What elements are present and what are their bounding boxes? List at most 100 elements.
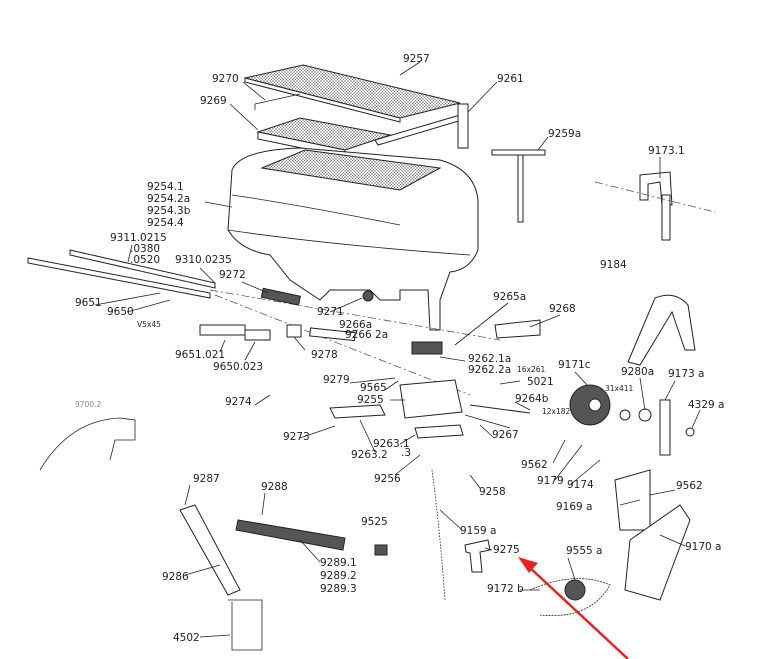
part-label: 9288: [261, 481, 288, 493]
chain-9172b: [529, 578, 611, 616]
part-label: 9700.2: [75, 400, 101, 409]
shaft-9267: [464, 414, 511, 429]
part-label: 9651: [75, 297, 102, 309]
part-label: 9565: [360, 382, 387, 394]
bracket-9170a: [624, 504, 691, 601]
sprocket-hub: [588, 398, 602, 412]
part-label: 9651.021: [175, 349, 225, 361]
part-label: 9255: [357, 394, 384, 406]
part-label: 9275: [493, 544, 520, 556]
highlight-arrow-icon: [518, 557, 629, 659]
axis-lines: [209, 289, 501, 396]
part-label: 9272: [219, 269, 246, 281]
part-label: 9170 a: [685, 541, 722, 553]
part-9700-2: [39, 417, 136, 471]
part-label: 5021: [527, 376, 554, 388]
part-label: 9650.023: [213, 361, 263, 373]
part-9650-023: [244, 329, 271, 341]
part-label: 9257: [403, 53, 430, 65]
spring-9159a: [431, 469, 446, 601]
part-label: 9289.3: [320, 583, 357, 595]
part-label: 9311.0215: [110, 232, 167, 244]
part-label: 9172 b: [487, 583, 524, 595]
rod-9270: [254, 93, 301, 110]
part-label: 9267: [492, 429, 519, 441]
part-label: 9278: [311, 349, 338, 361]
part-label: 9271: [317, 306, 344, 318]
part-label: 9279: [323, 374, 350, 386]
part-label: 9173 a: [668, 368, 705, 380]
part-label: 9261: [497, 73, 524, 85]
part-label: 9179: [537, 475, 564, 487]
part-label: 9254.1: [147, 181, 184, 193]
lever-9286: [179, 504, 241, 596]
bracket-9173-1-arm: [661, 194, 671, 241]
part-label: V5x45: [137, 320, 161, 329]
part-label: 9650: [107, 306, 134, 318]
part-label: 9562: [676, 480, 703, 492]
part-label: 12x182: [542, 407, 571, 416]
part-label: 9562: [521, 459, 548, 471]
part-label: 9254.2a: [147, 193, 190, 205]
bearing-9280a: [638, 408, 652, 422]
guard-9184: [627, 294, 696, 366]
gearbox-9255: [399, 379, 463, 419]
hopper-contours: [227, 194, 471, 256]
part-label: 9171c: [558, 359, 591, 371]
washer-31x411: [619, 409, 631, 421]
part-label: 9287: [193, 473, 220, 485]
rod-9651: [27, 257, 211, 299]
part-label: 9259a: [548, 128, 581, 140]
part-9651-021: [199, 324, 246, 336]
part-label: 31x411: [605, 384, 634, 393]
part-9272: [260, 287, 301, 306]
part-label: 9268: [549, 303, 576, 315]
bracket-9169a: [614, 469, 651, 531]
part-label: 9256: [374, 473, 401, 485]
part-label: .3: [401, 447, 411, 459]
part-label: 9289.1: [320, 557, 357, 569]
part-label: 9270: [212, 73, 239, 85]
part-9265a: [411, 341, 443, 355]
part-label: 9525: [361, 516, 388, 528]
clip-4329a: [685, 427, 695, 437]
part-label: 9310.0235: [175, 254, 232, 266]
plate-9263-1: [414, 424, 464, 439]
part-label: 9262.1a: [468, 353, 511, 365]
ubolt-4502: [228, 599, 263, 651]
part-label: 9262.2a: [468, 364, 511, 376]
shaft-9264b: [469, 404, 531, 414]
part-label: 4502: [173, 632, 200, 644]
part-label: 9184: [600, 259, 627, 271]
leader-lines: [94, 61, 701, 638]
part-label: 9286: [162, 571, 189, 583]
arm-9173a: [659, 399, 671, 456]
lid-edge: [244, 77, 401, 123]
part-9278: [286, 324, 302, 338]
part-label: 9258: [479, 486, 506, 498]
sprocket-9555a: [564, 579, 586, 601]
part-label: 9159 a: [460, 525, 497, 537]
part-label: 9273: [283, 431, 310, 443]
part-label: 9263.1: [373, 438, 410, 450]
rod-9311: [69, 249, 216, 289]
part-label: 9265a: [493, 291, 526, 303]
part-9268: [494, 319, 541, 339]
part-label: .0520: [130, 254, 160, 266]
knob-9271: [362, 290, 374, 302]
part-label: .0380: [130, 243, 160, 255]
part-label: 16x261: [517, 365, 546, 374]
part-label: 9263.2: [351, 449, 388, 461]
part-label: 9173.1: [648, 145, 685, 157]
part-label: 9280a: [621, 366, 654, 378]
part-label: 9174: [567, 479, 594, 491]
part-label: 9289.2: [320, 570, 357, 582]
part-label: 9269: [200, 95, 227, 107]
part-label: 9254.4: [147, 217, 184, 229]
part-label: 9266a: [339, 319, 372, 331]
part-label: 9254.3b: [147, 205, 191, 217]
part-label: 9266 2a: [345, 329, 388, 341]
part-label: 9169 a: [556, 501, 593, 513]
